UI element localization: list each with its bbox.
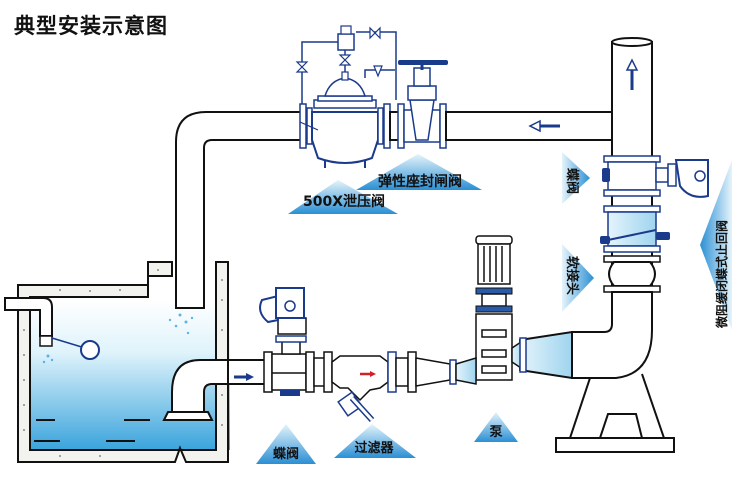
pilot-valve-icon [337,33,355,51]
flexible-joint-icon [608,261,656,287]
motor-icon [477,243,511,285]
flow-arrow-left-icon [528,119,560,133]
suction-line [227,287,477,423]
label-strainer: 过滤器 [334,424,416,458]
label-text: 蝶阀 [273,446,299,462]
label-text: 弹性座封闸阀 [378,173,462,190]
float-valve-inlet-pipe [4,297,53,337]
reducer [519,330,573,380]
water-tank [4,261,231,463]
label-text: 500X泄压阀 [303,193,385,210]
actuator-icon [674,159,709,198]
float-ball-icon [80,340,100,360]
needle-valve-icon [295,61,309,73]
label-resilient-gate-valve: 弹性座封闸阀 [356,154,482,190]
label-pressure-relief-valve: 500X泄压阀 [288,180,398,214]
bell-mouth [162,411,214,421]
vertical-pump [475,235,527,381]
strainer-flow-arrow-icon [360,371,376,377]
return-pipe [175,111,306,309]
outlet-elbow [519,291,675,453]
diagram-title: 典型安装示意图 [14,14,168,38]
discharge-header [445,37,653,163]
pressure-relief-valve [295,25,397,168]
eccentric-reducer [415,357,451,387]
strainer-body [331,355,389,402]
label-check-valve: 微阻缓闭蝶式止回阀 [700,160,732,330]
flow-arrow-up-icon [625,58,639,90]
riser-assembly [600,155,709,321]
label-text: 软接头 [564,256,580,295]
label-butterfly-valve-top: 蝶阀 [562,152,590,204]
label-flexible-joint: 软接头 [562,244,594,312]
water-level-marks [34,419,150,442]
label-text: 过滤器 [354,440,394,456]
inlet-splash [42,313,194,364]
flow-arrow-right-icon [234,373,254,381]
pilot-piping [301,31,397,104]
label-text: 蝶阀 [564,168,580,194]
label-text: 泵 [489,425,502,440]
gate-valve [397,60,448,149]
label-pump: 泵 [474,412,518,442]
label-butterfly-valve-bottom: 蝶阀 [256,424,316,464]
gear-operator-icon [259,294,279,324]
label-text: 微阻缓闭蝶式止回阀 [714,220,729,329]
